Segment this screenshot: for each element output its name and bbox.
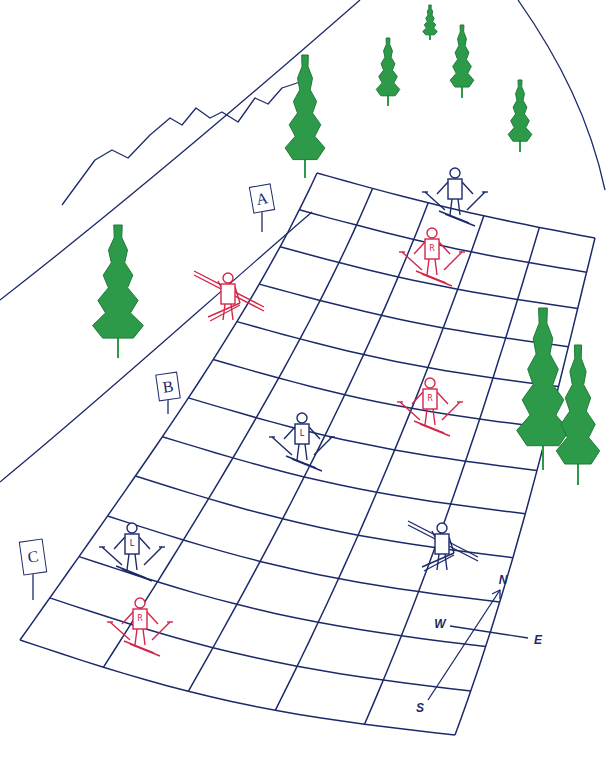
sign-post — [32, 574, 33, 600]
grid-line — [365, 227, 540, 724]
sign-letter: C — [27, 548, 40, 565]
skier-figure — [99, 523, 165, 581]
grid-line — [20, 640, 455, 735]
sign-letter: B — [162, 378, 175, 395]
trail-sign: C — [19, 538, 47, 575]
skier-letter: L — [300, 430, 304, 438]
skier-letter: L — [130, 540, 134, 548]
grid-line — [317, 173, 595, 238]
skier-letter: R — [137, 615, 143, 623]
grid-line — [259, 284, 568, 347]
grid-line — [104, 188, 373, 667]
pine-tree — [556, 345, 599, 464]
grid-line — [213, 360, 548, 428]
skier-figure — [107, 598, 173, 656]
sign-letter: A — [255, 190, 269, 208]
pine-tree — [93, 225, 144, 338]
skier-figure — [397, 378, 463, 436]
compass-point: N — [499, 574, 508, 586]
slope-edge — [0, 212, 312, 482]
compass-point: E — [534, 634, 542, 646]
compass-point: S — [416, 702, 424, 714]
pine-tree — [376, 38, 400, 96]
pine-tree — [285, 55, 325, 160]
grid-line — [237, 322, 559, 387]
grid-line — [50, 598, 471, 691]
skier-figure — [399, 228, 465, 286]
grid-line — [162, 437, 525, 514]
slope-edge — [0, 0, 360, 300]
trail-sign: B — [155, 372, 181, 402]
grid-line — [20, 173, 317, 640]
grid-line — [455, 238, 595, 735]
sign-post — [167, 400, 168, 414]
sign-post — [261, 212, 262, 232]
slope-grid — [20, 173, 595, 735]
skier-figure — [408, 521, 478, 571]
skiers — [99, 168, 488, 656]
trail-sign: A — [249, 183, 275, 213]
skier-letter: R — [427, 395, 433, 403]
pine-tree — [450, 25, 474, 87]
compass-point: W — [434, 618, 445, 630]
grid-line — [108, 516, 500, 602]
skier-figure — [269, 413, 335, 471]
grid-line — [275, 216, 484, 711]
pine-tree — [508, 80, 532, 141]
pine-tree — [423, 5, 437, 35]
compass-arrow — [492, 590, 500, 599]
skier-figure — [422, 168, 488, 226]
trees — [93, 5, 600, 485]
skier-figure — [194, 271, 264, 321]
slope-edge — [518, 0, 605, 190]
skier-letter: R — [429, 245, 435, 253]
compass-line — [428, 590, 500, 700]
grid-line — [188, 203, 428, 692]
